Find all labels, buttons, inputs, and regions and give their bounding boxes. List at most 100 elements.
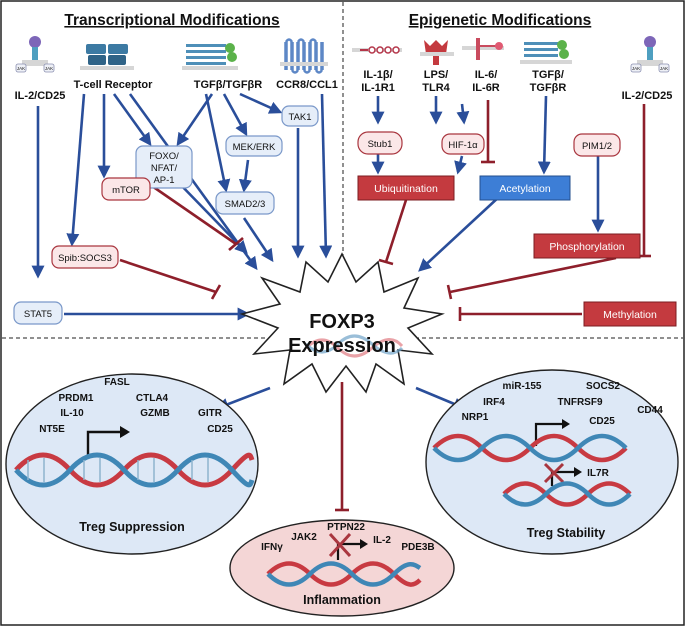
- inflammation-gene-list: PTPN22 JAK2 IL-2 IFNγ PDE3B: [261, 522, 435, 553]
- label-il7r: IL7R: [587, 468, 609, 479]
- suppression-promoter-arrow: [86, 430, 120, 456]
- svg-text:JAK2: JAK2: [291, 532, 317, 543]
- node-spib-socs3: Spib:SOCS3: [51, 245, 119, 269]
- svg-text:TAK1: TAK1: [288, 112, 311, 123]
- label-tgfb-left: TGFβ/TGFβR: [194, 79, 262, 91]
- inflammation-block-cross-icon: [328, 532, 352, 558]
- svg-text:IL-2: IL-2: [373, 535, 391, 546]
- label-lps-2: TLR4: [422, 82, 450, 94]
- svg-text:NRP1: NRP1: [462, 412, 489, 423]
- label-tgfb-right-2: TGFβR: [530, 82, 567, 94]
- il2-cd25-receptor-left-icon: JAK JAK: [15, 36, 55, 73]
- svg-text:CD25: CD25: [589, 416, 615, 427]
- svg-text:JAK: JAK: [17, 66, 25, 71]
- label-tcr: T-cell Receptor: [74, 79, 154, 91]
- center-dna-blue: [304, 334, 404, 355]
- title-epigenetic: Epigenetic Modifications: [409, 12, 592, 29]
- suppression-gene-list: FASL PRDM1 CTLA4 IL-10 GZMB GITR NT5E CD…: [39, 377, 233, 435]
- svg-text:Acetylation: Acetylation: [499, 183, 551, 195]
- label-il6-1: IL-6/: [475, 69, 498, 81]
- node-mek-erk: MEK/ERK: [225, 135, 283, 157]
- svg-text:Spib:SOCS3: Spib:SOCS3: [58, 253, 112, 264]
- ccr8-receptor-icon: [280, 38, 328, 74]
- svg-text:NT5E: NT5E: [39, 424, 65, 435]
- lps-tlr4-receptor-icon: [420, 40, 454, 65]
- label-il6-2: IL-6R: [472, 82, 500, 94]
- svg-text:JAK: JAK: [660, 66, 668, 71]
- svg-text:FASL: FASL: [104, 377, 130, 388]
- node-smad2-3: SMAD2/3: [215, 191, 275, 215]
- svg-text:CD44: CD44: [637, 405, 663, 416]
- t-cell-receptor-icon: [80, 44, 134, 70]
- title-inflammation: Inflammation: [303, 593, 381, 607]
- node-hif1a: HIF-1α: [441, 133, 485, 155]
- process-ubiquitination: Ubiquitination: [357, 175, 455, 201]
- tgfb-receptor-left-icon: [182, 43, 238, 70]
- svg-text:IFNγ: IFNγ: [261, 542, 283, 553]
- stability-promoter-arrow: [534, 422, 562, 446]
- label-il2-cd25-left: IL-2/CD25: [15, 90, 66, 102]
- svg-text:MEK/ERK: MEK/ERK: [233, 142, 276, 153]
- svg-text:Ubiquitination: Ubiquitination: [374, 183, 438, 195]
- svg-text:NFAT/: NFAT/: [151, 163, 178, 174]
- svg-text:PIM1/2: PIM1/2: [582, 141, 612, 152]
- process-acetylation: Acetylation: [479, 175, 571, 201]
- title-treg-suppression: Treg Suppression: [79, 520, 185, 534]
- stability-dna-helix-bottom: [502, 481, 632, 507]
- process-methylation: Methylation: [583, 301, 677, 327]
- stability-block-cross-icon: [543, 462, 565, 484]
- label-il2-cd25-right: IL-2/CD25: [622, 90, 673, 102]
- svg-text:HIF-1α: HIF-1α: [448, 140, 478, 151]
- il2-cd25-receptor-right-icon: JAK JAK: [630, 36, 670, 73]
- svg-text:IL-10: IL-10: [60, 408, 84, 419]
- stability-dna-helix-top: [432, 433, 628, 463]
- svg-text:JAK: JAK: [45, 66, 53, 71]
- svg-text:JAK: JAK: [632, 66, 640, 71]
- node-stub1: Stub1: [357, 131, 403, 155]
- label-il1b-2: IL-1R1: [361, 82, 395, 94]
- center-title-expression: Expression: [288, 335, 396, 357]
- foxp3-starburst: [239, 252, 445, 394]
- title-treg-stability: Treg Stability: [527, 526, 606, 540]
- activating-arrows: [31, 92, 605, 411]
- il1b-receptor-icon: [352, 46, 402, 54]
- svg-text:AP-1: AP-1: [153, 175, 174, 186]
- svg-text:Methylation: Methylation: [603, 309, 657, 321]
- inhibition-lines: [119, 100, 651, 512]
- svg-text:STAT5: STAT5: [24, 309, 52, 320]
- svg-text:TNFRSF9: TNFRSF9: [558, 397, 603, 408]
- inflammation-dna-helix: [266, 561, 422, 587]
- svg-text:FOXO/: FOXO/: [149, 151, 179, 162]
- process-phosphorylation: Phosphorylation: [533, 233, 641, 259]
- tgfb-receptor-right-icon: [520, 40, 572, 64]
- svg-text:GZMB: GZMB: [140, 408, 169, 419]
- svg-text:mTOR: mTOR: [112, 185, 140, 196]
- svg-text:CTLA4: CTLA4: [136, 393, 169, 404]
- node-foxo-nfat-ap1: FOXO/ NFAT/ AP-1: [135, 145, 193, 189]
- stability-gene-list: miR-155 SOCS2 IRF4 TNFRSF9 NRP1 CD25 CD4…: [462, 381, 664, 427]
- node-pim1-2: PIM1/2: [573, 133, 621, 157]
- svg-text:CD25: CD25: [207, 424, 233, 435]
- title-transcriptional: Transcriptional Modifications: [64, 12, 279, 29]
- svg-text:IRF4: IRF4: [483, 397, 505, 408]
- svg-text:Phosphorylation: Phosphorylation: [549, 241, 624, 253]
- label-il1b-1: IL-1β/: [363, 69, 392, 81]
- suppression-dna-helix: [14, 452, 255, 488]
- label-lps-1: LPS/: [424, 69, 448, 81]
- node-stat5: STAT5: [13, 301, 63, 325]
- svg-text:miR-155: miR-155: [503, 381, 542, 392]
- svg-text:Stub1: Stub1: [368, 139, 393, 150]
- node-tak1: TAK1: [281, 105, 319, 127]
- label-ccr8-ccl1: CCR8/CCL1: [276, 79, 338, 91]
- center-dna-red: [304, 338, 404, 358]
- center-title-foxp3: FOXP3: [309, 311, 375, 333]
- svg-text:PDE3B: PDE3B: [401, 542, 434, 553]
- svg-text:SMAD2/3: SMAD2/3: [225, 199, 266, 210]
- label-tgfb-right-1: TGFβ/: [532, 69, 564, 81]
- svg-text:PRDM1: PRDM1: [58, 393, 93, 404]
- il6-receptor-icon: [462, 38, 504, 60]
- svg-text:PTPN22: PTPN22: [327, 522, 365, 533]
